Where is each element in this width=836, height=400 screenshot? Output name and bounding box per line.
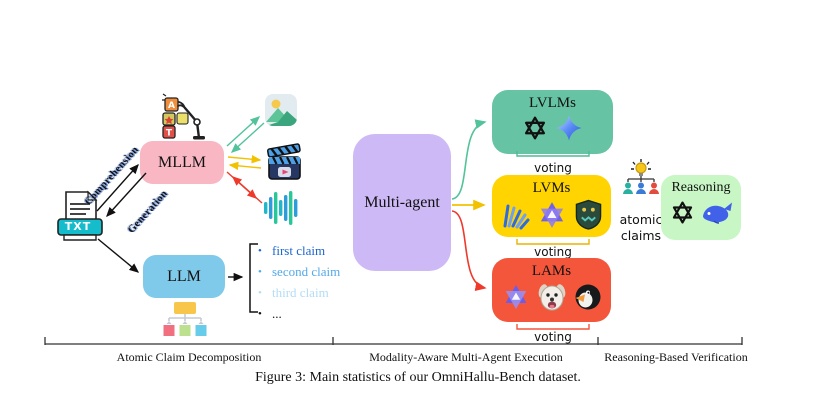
atomic-claims-label: atomic claims [616,212,666,244]
multi-agent-label: Multi-agent [364,193,440,211]
claim-bullet: • [258,308,262,320]
mllm-video-arrow-out [227,155,262,164]
video-clapperboard-icon [265,142,302,182]
reasoning-box-label: Reasoning [671,180,731,195]
claim-item: •... [258,303,340,324]
figure-caption: Figure 3: Main statistics of our OmniHal… [255,370,581,385]
blue-stripe-fan-icon [500,200,530,230]
stage-label-verification: Reasoning-Based Verification [604,350,748,364]
claim-item: • second claim [258,261,340,282]
audio-waveform-icon [263,189,300,227]
claim-item: • third claim [258,282,340,303]
openai-icon [522,115,548,141]
claims-list: •first claim •second claim •third claim … [258,240,340,324]
robot-block-letter-t: T [166,129,173,139]
robot-arm-icon: A T [161,92,207,140]
purple-knot-icon [537,200,567,230]
claim-bullet: • [258,266,262,278]
mllm-image-arrow-out [226,116,261,147]
mllm-box: MLLM [140,141,224,184]
image-icon [264,92,298,128]
claim-text: third claim [272,285,329,300]
generation-label: Generation [125,188,171,236]
multiagent-to-lams-arrow [451,210,487,291]
mllm-audio-arrow-in [231,176,263,204]
multiagent-to-lvlms-arrow [451,119,487,200]
txt-file-icon [56,190,104,242]
stage-label-decomposition: Atomic Claim Decomposition [116,350,262,364]
lvms-voting-label: voting [534,245,572,259]
claim-tree-icon [161,301,209,337]
robot-block-letter-a: A [168,101,175,111]
deepseek-whale-icon [700,199,733,226]
claim-text: first claim [272,243,326,258]
claim-text: ... [272,306,282,321]
lvms-voting-bracket [516,239,590,245]
multi-agent-box: Multi-agent [353,134,451,271]
lvms-box: LVMs [492,175,611,237]
gemini-diamond-icon [555,114,583,142]
lvms-box-label: LVMs [532,180,571,196]
stage-label-execution: Modality-Aware Multi-Agent Execution [369,350,563,364]
lams-voting-label: voting [534,330,572,344]
atomic-claims-line2: claims [620,228,662,243]
green-crest-icon [574,199,603,230]
claim-bullet: • [258,287,262,299]
penguin-icon [574,283,602,311]
claims-bracket [249,243,258,313]
mllm-image-arrow-in [230,122,265,153]
lvlms-voting-label: voting [534,161,572,175]
lvlms-box-label: LVLMs [529,95,576,111]
claim-item: • first claim [258,240,340,261]
brainstorm-icon [620,158,662,200]
purple-knot-icon [502,283,530,311]
atomic-claims-line1: atomic [619,212,663,227]
lams-voting-bracket [516,324,590,330]
dog-icon [537,282,567,312]
txt-to-llm-arrow [97,238,140,273]
stage-bracket [44,337,743,345]
mllm-box-label: MLLM [158,153,206,171]
mllm-audio-arrow-out [226,171,258,199]
lams-box: LAMs [492,258,611,322]
reasoning-box: Reasoning [661,175,741,240]
claim-bullet: • [258,245,262,257]
lams-box-label: LAMs [531,263,572,279]
mllm-video-arrow-in [228,161,262,170]
comprehension-label: Comprehension [82,144,142,208]
llm-box: LLM [143,255,225,298]
txt-file-label: TXT [64,220,92,233]
openai-icon [670,200,695,225]
llm-box-label: LLM [167,267,201,285]
claim-text: second claim [272,264,341,279]
lvlms-box: LVLMs [492,90,613,154]
